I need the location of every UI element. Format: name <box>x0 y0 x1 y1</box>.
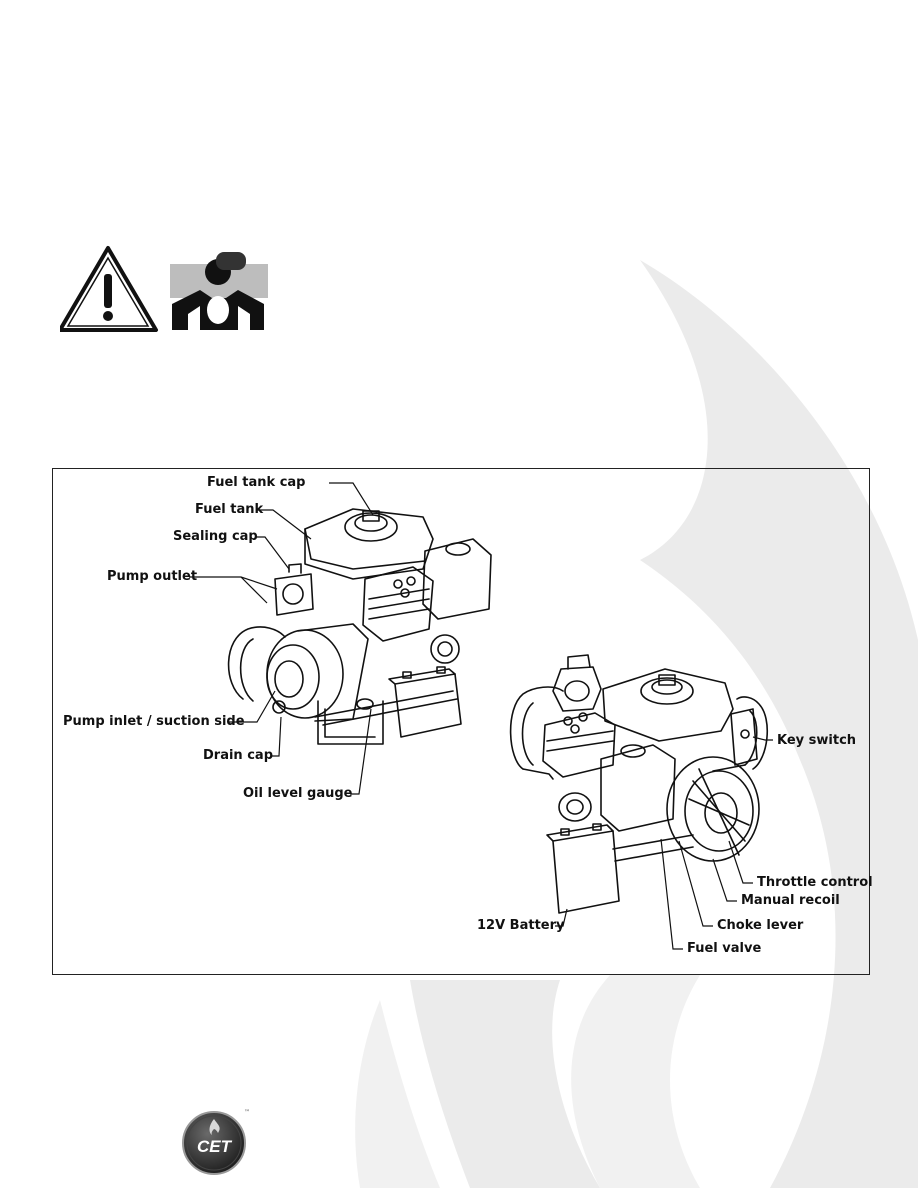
label-choke-lever: Choke lever <box>717 918 804 933</box>
logo-trademark: ™ <box>244 1109 250 1116</box>
logo-text: CET <box>197 1137 233 1156</box>
label-throttle-control: Throttle control <box>757 875 873 890</box>
warning-icons <box>58 244 270 336</box>
label-key-switch: Key switch <box>777 733 857 748</box>
pump-parts-diagram: Fuel tank cap Fuel tank Sealing cap Pump… <box>52 468 873 975</box>
toxic-fumes-icon <box>170 252 268 330</box>
label-fuel-valve: Fuel valve <box>687 941 762 956</box>
label-sealing-cap: Sealing cap <box>173 529 258 544</box>
label-oil-level-gauge: Oil level gauge <box>243 786 353 801</box>
label-manual-recoil: Manual recoil <box>741 893 840 908</box>
cet-logo: CET ™ <box>178 1105 250 1177</box>
label-pump-outlet: Pump outlet <box>107 569 198 584</box>
pump-illustration <box>189 482 773 950</box>
label-12v-battery: 12V Battery <box>477 918 565 933</box>
warning-triangle-icon <box>58 246 158 332</box>
label-fuel-tank-cap: Fuel tank cap <box>207 475 306 490</box>
label-drain-cap: Drain cap <box>203 748 273 763</box>
label-fuel-tank: Fuel tank <box>195 502 264 517</box>
label-pump-inlet: Pump inlet / suction side <box>63 714 245 729</box>
